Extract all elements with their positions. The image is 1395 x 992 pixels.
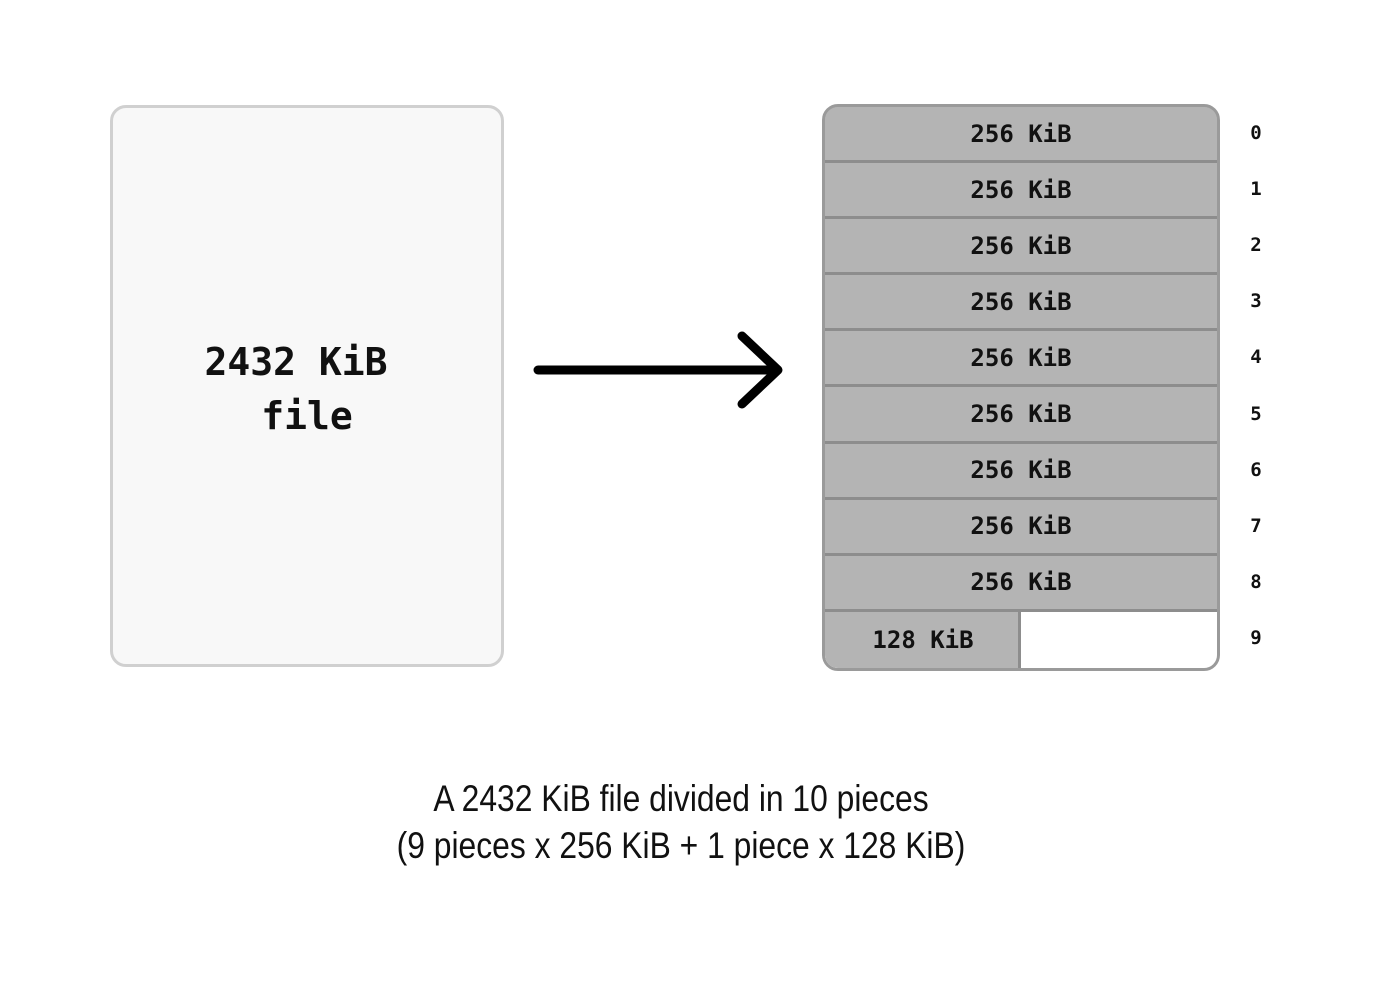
piece-7: 256 KiB <box>825 499 1217 556</box>
piece-partial-fill <box>825 611 1021 668</box>
caption-line-1: A 2432 KiB file divided in 10 pieces <box>433 778 929 819</box>
piece-size-label: 256 KiB <box>970 400 1072 429</box>
piece-size-label: 256 KiB <box>970 231 1072 260</box>
file-word-label: file <box>261 394 353 438</box>
piece-index-label: 1 <box>1250 178 1262 201</box>
piece-index-label: 2 <box>1250 234 1262 257</box>
source-file-box <box>110 105 504 667</box>
piece-size-label: 256 KiB <box>970 119 1072 148</box>
piece-9: 128 KiB <box>825 611 1217 668</box>
piece-size-label: 256 KiB <box>970 512 1072 541</box>
piece-index-label: 5 <box>1250 402 1262 425</box>
piece-size-label: 128 KiB <box>872 625 974 654</box>
piece-1: 256 KiB <box>825 163 1217 220</box>
piece-6: 256 KiB <box>825 443 1217 500</box>
piece-index-label: 6 <box>1250 458 1262 481</box>
piece-index-label: 8 <box>1250 570 1262 593</box>
source-file-label: 2432 KiB file <box>110 335 504 443</box>
file-size-label: 2432 KiB <box>204 340 388 384</box>
piece-size-label: 256 KiB <box>970 287 1072 316</box>
piece-index-label: 0 <box>1250 122 1262 145</box>
caption-line-2: (9 pieces x 256 KiB + 1 piece x 128 KiB) <box>396 825 966 866</box>
piece-size-label: 256 KiB <box>970 343 1072 372</box>
piece-index-label: 7 <box>1250 514 1262 537</box>
piece-5: 256 KiB <box>825 387 1217 444</box>
right-arrow-icon <box>533 331 783 409</box>
diagram-caption: A 2432 KiB file divided in 10 pieces (9 … <box>95 775 1266 869</box>
piece-3: 256 KiB <box>825 275 1217 332</box>
piece-8: 256 KiB <box>825 555 1217 612</box>
piece-index-column: 0 1 2 3 4 5 6 7 8 9 <box>1236 104 1276 671</box>
piece-0: 256 KiB <box>825 107 1217 164</box>
piece-index-label: 3 <box>1250 290 1262 313</box>
piece-size-label: 256 KiB <box>970 456 1072 485</box>
piece-index-label: 9 <box>1250 626 1262 649</box>
piece-4: 256 KiB <box>825 331 1217 388</box>
piece-2: 256 KiB <box>825 219 1217 276</box>
piece-size-label: 256 KiB <box>970 568 1072 597</box>
pieces-stack: 256 KiB 256 KiB 256 KiB 256 KiB 256 KiB 256 K… <box>822 104 1220 671</box>
piece-index-label: 4 <box>1250 346 1262 369</box>
piece-size-label: 256 KiB <box>970 175 1072 204</box>
